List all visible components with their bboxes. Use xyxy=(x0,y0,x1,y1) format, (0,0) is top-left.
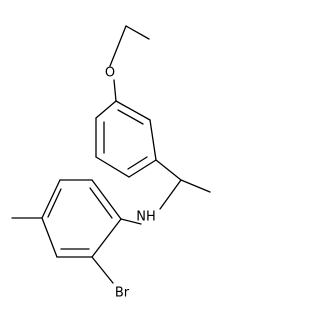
atom-labels: O NH Br xyxy=(105,66,156,301)
bond-ring1-f xyxy=(95,100,117,119)
chemical-structure: O NH Br xyxy=(11,25,211,301)
oxygen-label: O xyxy=(105,66,115,81)
bond-o-ring xyxy=(113,79,117,102)
bond-ring2-d xyxy=(41,217,58,258)
bond-ch-ch3 xyxy=(180,179,211,193)
bond-ring2-br xyxy=(91,256,114,284)
bond-ring2-a xyxy=(91,179,122,220)
bond-ring1-inner-a xyxy=(117,109,144,125)
amine-label: NH xyxy=(136,210,156,225)
bond-ring2-f xyxy=(91,218,122,258)
bromine-label: Br xyxy=(115,286,130,301)
bond-ring1-a xyxy=(115,100,151,121)
bond-ring2-c xyxy=(41,179,61,219)
bond-n-ring2 xyxy=(120,218,142,225)
bonds xyxy=(11,25,211,284)
bond-ring1-c xyxy=(128,159,157,178)
bond-ring1-inner-b xyxy=(127,156,148,170)
bond-ethyl-ch3 xyxy=(125,25,150,40)
bond-ethyl-ch2-o xyxy=(109,25,127,67)
bond-ch-n xyxy=(159,179,182,210)
bond-ring2-inner-a xyxy=(89,187,113,219)
bond-ring1-b xyxy=(149,119,157,161)
bond-ring1-ch xyxy=(155,159,182,181)
bond-ring2-inner-b xyxy=(47,188,62,218)
bond-ring1-d xyxy=(95,156,130,178)
